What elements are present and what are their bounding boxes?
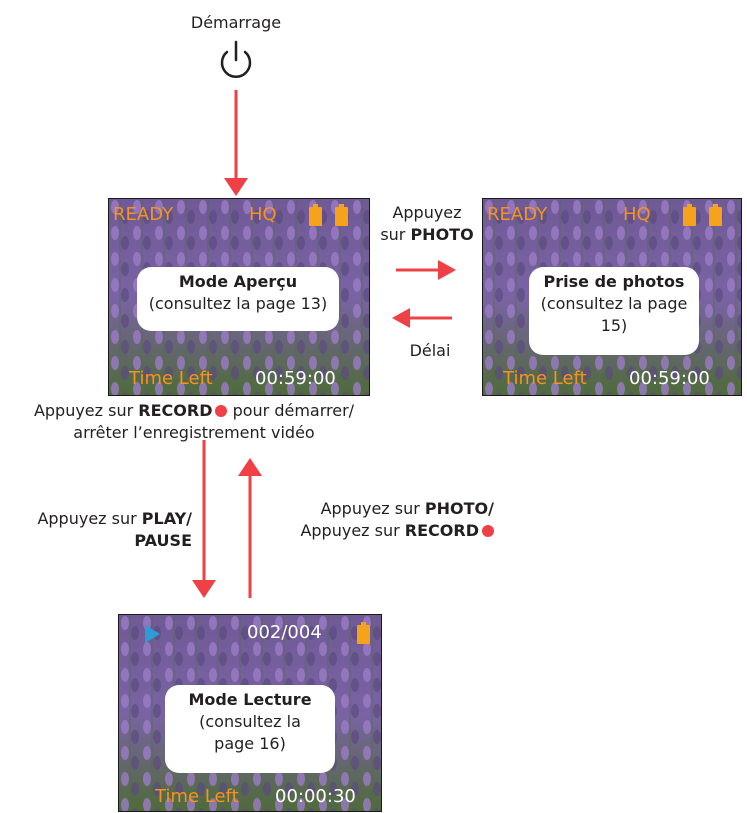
quality-hq: HQ	[623, 204, 651, 225]
time-left-label: Time Left	[503, 368, 587, 389]
time-left-value: 00:00:30	[275, 786, 356, 807]
status-ready: READY	[113, 204, 174, 225]
card-title: Prise de photos	[543, 272, 685, 291]
battery-icon	[709, 204, 722, 226]
time-left-value: 00:59:00	[629, 368, 710, 389]
card-subtitle-line2: 15)	[600, 316, 628, 335]
battery-icon	[357, 622, 370, 644]
quality-hq: HQ	[249, 204, 277, 225]
power-icon	[220, 40, 252, 78]
start-label: Démarrage	[190, 13, 282, 32]
press-photo-or-record-label: Appuyez sur PHOTO/ Appuyez sur RECORD	[300, 499, 494, 540]
card-subtitle-line1: (consultez la	[199, 712, 301, 731]
card-icon	[309, 204, 322, 226]
playback-mode-card: Mode Lecture (consultez la page 16)	[165, 685, 335, 773]
time-left-value: 00:59:00	[255, 368, 336, 389]
card-title: Mode Aperçu	[178, 272, 298, 291]
record-instruction: Appuyez sur RECORD pour démarrer/ arrête…	[33, 401, 355, 442]
lavender-background	[119, 615, 381, 811]
file-counter: 002/004	[247, 622, 322, 643]
arrow-start-to-preview	[224, 90, 248, 196]
card-subtitle-line1: (consultez la page	[540, 294, 688, 313]
arrow-preview-to-photo	[396, 260, 456, 280]
battery-icon	[335, 204, 348, 226]
preview-mode-card: Mode Aperçu (consultez la page 13)	[137, 267, 339, 331]
photo-mode-screen: READY HQ Prise de photos (consultez la p…	[482, 198, 742, 396]
arrow-preview-to-playback	[192, 440, 216, 598]
playback-mode-screen: 002/004 Mode Lecture (consultez la page …	[118, 614, 382, 812]
status-ready: READY	[487, 204, 548, 225]
delay-label: Délai	[409, 341, 451, 360]
record-dot-icon	[215, 405, 228, 417]
photo-mode-card: Prise de photos (consultez la page 15)	[529, 267, 699, 355]
card-subtitle-line2: page 16)	[214, 734, 286, 753]
play-icon	[145, 625, 160, 643]
time-left-label: Time Left	[155, 786, 239, 807]
card-icon	[683, 204, 696, 226]
arrow-playback-to-preview	[238, 458, 262, 598]
card-subtitle: (consultez la page 13)	[148, 294, 328, 313]
time-left-label: Time Left	[129, 368, 213, 389]
card-title: Mode Lecture	[188, 690, 312, 709]
arrow-photo-to-preview	[392, 308, 452, 328]
preview-mode-screen: READY HQ Mode Aperçu (consultez la page …	[108, 198, 370, 396]
press-play-pause-label: Appuyez sur PLAY/ PAUSE	[37, 509, 192, 550]
press-photo-label: Appuyez sur PHOTO	[380, 203, 474, 244]
record-dot-icon	[482, 525, 494, 537]
